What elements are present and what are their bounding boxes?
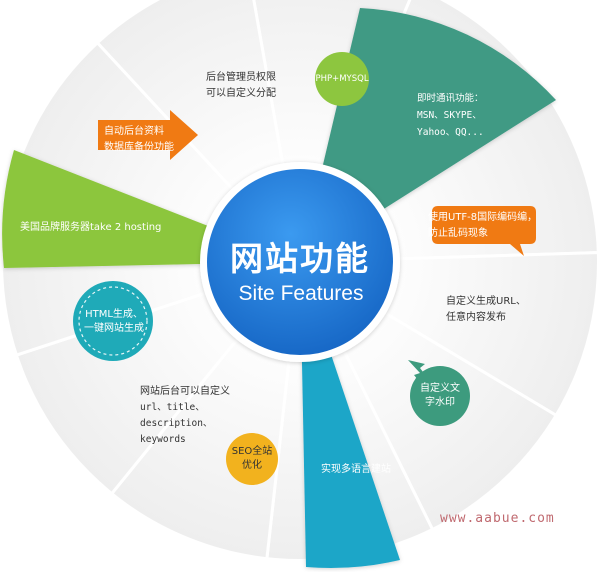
watermark-badge — [408, 360, 470, 426]
label-line: 使用UTF-8国际编码编， — [428, 212, 538, 223]
label-line: 数据库备份功能 — [104, 142, 174, 153]
label-line: 一键网站生成 — [84, 323, 144, 334]
label-im-support: 即时通讯功能： MSN、SKYPE、 Yahoo、QQ... — [417, 90, 484, 141]
label-line: Yahoo、QQ... — [417, 127, 484, 138]
label-line: 实现多语言建站 — [321, 464, 391, 475]
label-html-gen: HTML生成、 一键网站生成 — [78, 308, 150, 336]
seo-label: SEO全站 优化 — [226, 445, 278, 473]
label-line: 自定义生成URL、 — [446, 296, 526, 307]
label-line: 美国品牌服务器take 2 hosting — [20, 222, 162, 233]
label-line: 防止乱码现象 — [428, 228, 488, 239]
label-line: description、 — [140, 418, 213, 429]
wheel-outline — [0, 0, 600, 562]
center-subtitle: Site Features — [238, 282, 364, 305]
html-gen-badge — [73, 281, 153, 361]
php-mysql-circle — [315, 52, 369, 106]
label-line: url、title、 — [140, 402, 205, 413]
label-line: MSN、SKYPE、 — [417, 110, 482, 121]
label-line: 即时通讯功能： — [417, 93, 484, 104]
center-circle — [207, 169, 393, 355]
label-line: SEO全站 — [231, 446, 273, 457]
label-line: 后台管理员权限 — [206, 72, 276, 83]
label-line: 字水印 — [425, 397, 455, 408]
center-title: 网站功能 — [230, 239, 370, 278]
label-custom-url: 自定义生成URL、 任意内容发布 — [446, 294, 526, 326]
label-line: 网站后台可以自定义 — [140, 386, 230, 397]
label-line: 自动后台资料 — [104, 126, 164, 137]
label-admin-permissions: 后台管理员权限 可以自定义分配 — [206, 70, 276, 102]
label-utf8: 使用UTF-8国际编码编， 防止乱码现象 — [428, 210, 537, 242]
php-mysql-label: PHP+MYSQL — [315, 74, 369, 84]
label-line: keywords — [140, 434, 186, 445]
label-line: HTML生成、 — [85, 309, 143, 320]
orange-arrow-shape — [98, 110, 198, 160]
site-watermark: www.aabue.com — [440, 511, 555, 526]
label-line: 自定义文 — [420, 383, 460, 394]
label-multilang: 实现多语言建站 — [321, 462, 391, 478]
seo-circle — [226, 433, 278, 485]
watermark-label: 自定义文 字水印 — [410, 382, 470, 410]
label-auto-backup: 自动后台资料 数据库备份功能 — [104, 124, 174, 156]
label-line: 优化 — [242, 460, 262, 471]
label-line: 可以自定义分配 — [206, 88, 276, 99]
label-line: 任意内容发布 — [446, 312, 506, 323]
utf8-bubble-shape — [432, 206, 536, 256]
label-us-hosting: 美国品牌服务器take 2 hosting — [20, 220, 161, 236]
label-custom-meta: 网站后台可以自定义 url、title、 description、 keywor… — [140, 384, 230, 448]
